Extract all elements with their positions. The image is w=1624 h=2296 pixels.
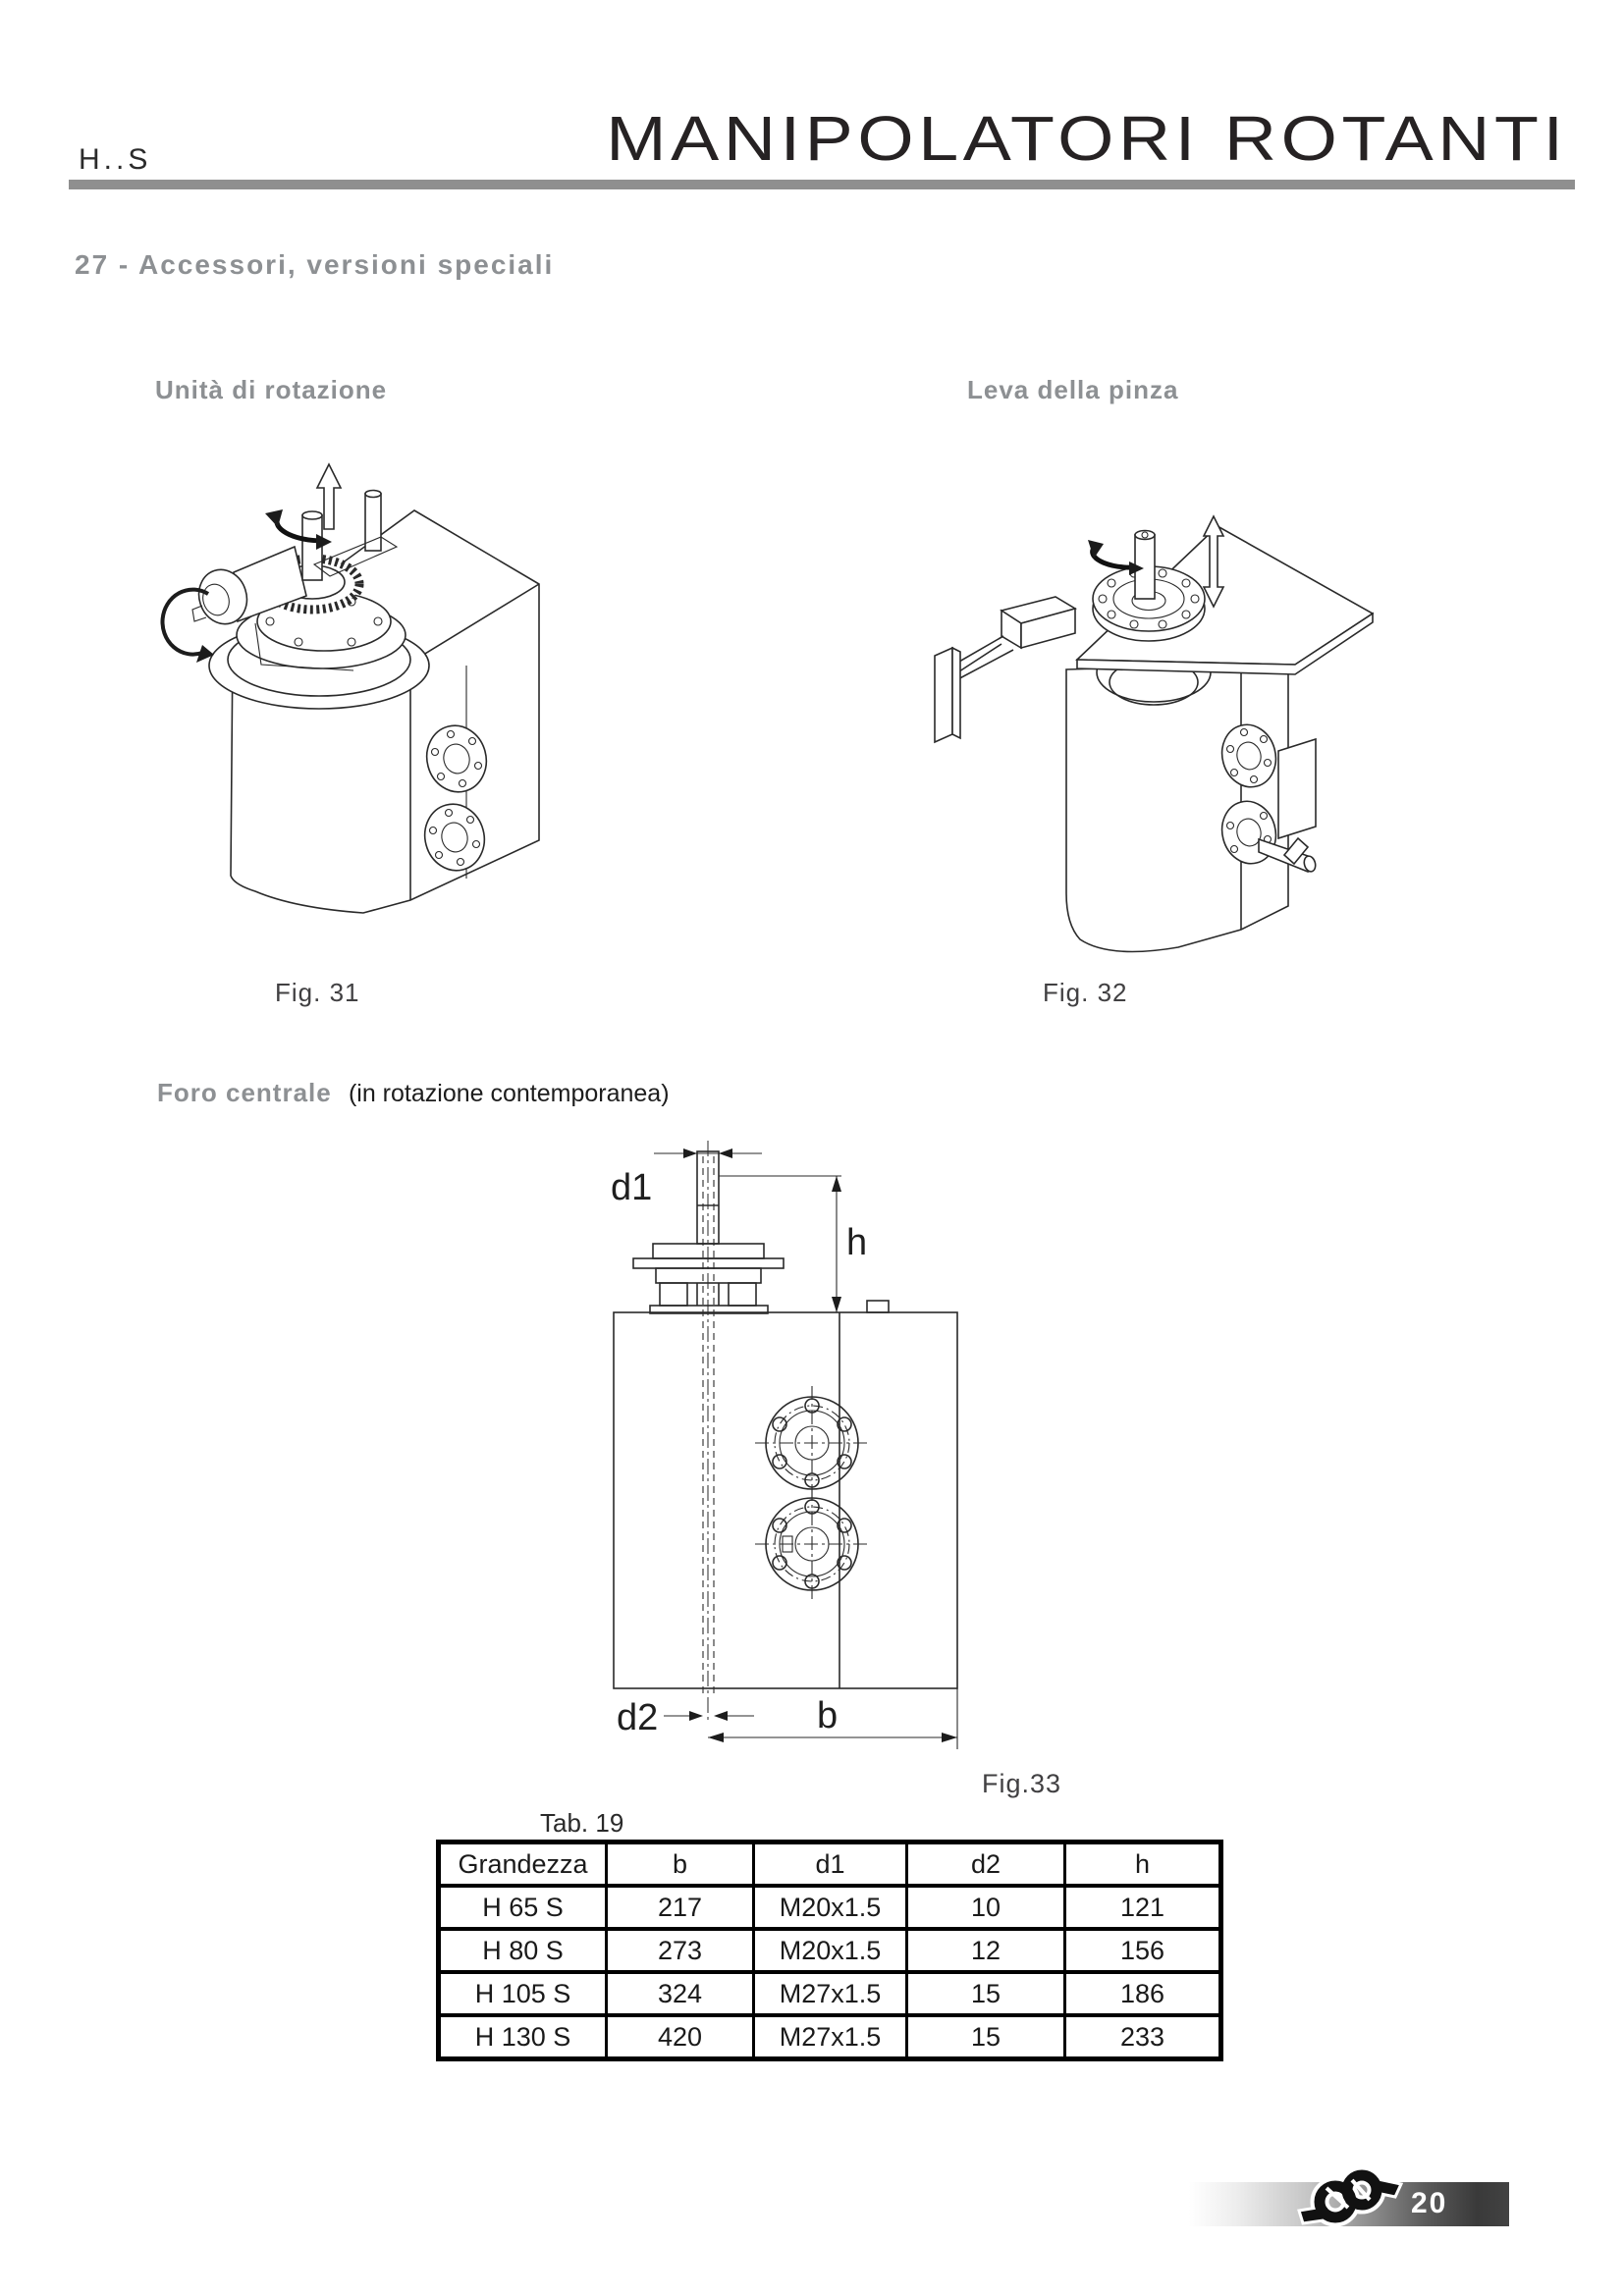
table-header-cell: h [1063,1840,1222,1888]
fig31-up-arrow [315,462,343,530]
fig31-side-flange-lower [423,803,486,872]
fig33-dim-b: b [708,1688,958,1749]
fig33-label-h: h [846,1222,867,1263]
table-label: Tab. 19 [540,1808,624,1838]
fig31-left-motor [191,545,354,671]
product-code: H..S [79,143,152,176]
section-title: 27 - Accessori, versioni speciali [75,249,555,280]
fig32-rotation-arrow [1088,540,1144,575]
table-cell: M20x1.5 [752,1884,908,1931]
fig32-side-flange-upper [1220,723,1277,788]
fig32-shaft [1134,529,1156,600]
fig33-label-b: b [817,1695,838,1736]
table-cell: 217 [605,1884,755,1931]
fig32-caption: Fig. 32 [1043,978,1128,1007]
fig31-side-post [312,489,399,577]
fig33-dim-d1: d1 [611,1148,762,1208]
table-cell: M27x1.5 [752,2013,908,2061]
table-header-cell: d1 [752,1840,908,1888]
fig33-label-d1: d1 [611,1167,652,1208]
brand-logo-icon [1297,2165,1404,2227]
header-divider-bar [69,180,1575,189]
table-cell: M20x1.5 [752,1927,908,1974]
table-cell: 12 [905,1927,1066,1974]
fig33-caption: Fig.33 [982,1769,1062,1798]
fig31-rotation-unit-drawing [160,462,540,914]
fig33-label-d2: d2 [617,1697,658,1738]
fig32-gripper-lever-drawing [934,514,1375,953]
table-cell: H 80 S [437,1927,608,1974]
foro-centrale-line: Foro centrale (in rotazione contemporane… [157,1078,670,1108]
fig32-body [1065,638,1289,953]
table-cell: H 105 S [437,1970,608,2017]
page-number: 20 [1411,2187,1448,2219]
fig33-front-flange-lower [755,1487,869,1601]
table-cell: H 130 S [437,2013,608,2061]
heading-unita-di-rotazione: Unità di rotazione [155,375,388,404]
foro-centrale-heading: Foro centrale [157,1078,332,1107]
table-cell: 273 [605,1927,755,1974]
fig31-hook-arrow [160,587,214,663]
table-cell: 15 [905,2013,1066,2061]
fig31-caption: Fig. 31 [275,978,360,1007]
heading-leva-della-pinza: Leva della pinza [967,375,1179,404]
table-header-cell: d2 [905,1840,1066,1888]
fig33-dim-d2: d2 [617,1697,754,1738]
page-title: MANIPOLATORI ROTANTI [606,103,1568,174]
fig32-top-plate-edge [1076,612,1374,675]
table-cell: 121 [1063,1884,1222,1931]
table-cell: 233 [1063,2013,1222,2061]
fig31-rotation-arrow [265,509,332,550]
table-cell: 420 [605,2013,755,2061]
fig32-side-shaft-assembly [1220,737,1317,874]
fig33-front-flange-upper [755,1386,869,1500]
fig32-lever-arm [934,596,1078,744]
fig33-dimension-drawing: d1 h [611,1141,958,1749]
fig31-shaft [301,510,323,581]
fig33-dim-h: h [719,1175,867,1312]
fig31-side-flange-upper [425,724,488,793]
table-header-cell: Grandezza [437,1840,608,1888]
table-cell: 156 [1063,1927,1222,1974]
table-cell: 324 [605,1970,755,2017]
fig33-shaft [696,1150,720,1245]
table-header-cell: b [605,1840,755,1888]
foro-centrale-note: (in rotazione contemporanea) [348,1080,670,1107]
table-cell: H 65 S [437,1884,608,1931]
table-cell: 186 [1063,1970,1222,2017]
table-cell: 15 [905,1970,1066,2017]
fig32-vertical-double-arrow [1202,514,1225,609]
table-cell: M27x1.5 [752,1970,908,2017]
fig33-body [613,1300,958,1689]
table-cell: 10 [905,1884,1066,1931]
